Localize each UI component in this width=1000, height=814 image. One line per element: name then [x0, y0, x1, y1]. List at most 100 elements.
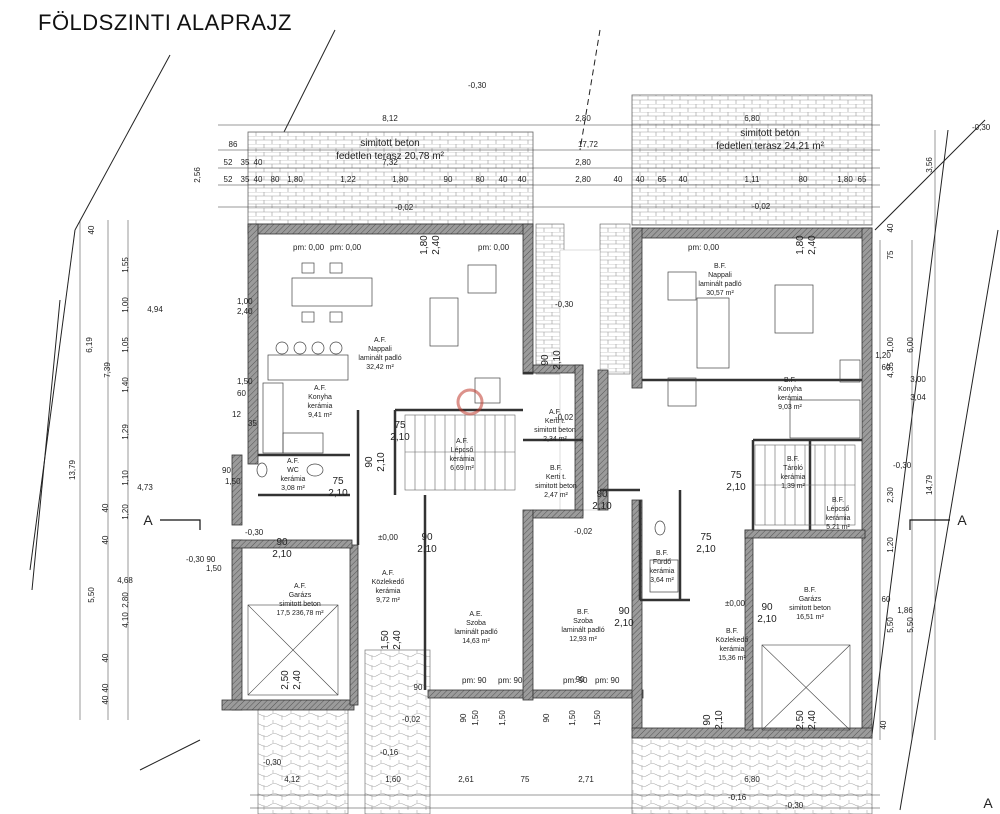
- room-af-wc-line-0: A.F.: [287, 458, 299, 465]
- door-height-14: 2,40: [807, 710, 818, 730]
- side-path-a: [535, 223, 565, 375]
- door-width-2: 90: [540, 354, 551, 366]
- path-a: [257, 699, 349, 814]
- dim-top-26: 1,80: [837, 175, 853, 184]
- room-af-wc-line-3: 3,08 m²: [281, 485, 305, 492]
- staircase-b: [754, 444, 856, 526]
- door-height-1: 2,40: [807, 235, 818, 255]
- dim-top-0: 8,12: [382, 114, 398, 123]
- misc-label-1: pm: 0,00: [330, 243, 362, 252]
- dim-bottom-12: 90: [414, 683, 423, 692]
- door-height-9: 2,10: [696, 544, 716, 555]
- misc-label-10: 1,50: [237, 377, 253, 386]
- kitchen-counter-a: [262, 382, 284, 454]
- door-width-3: 75: [394, 420, 406, 431]
- dim-left-14: 40: [101, 683, 110, 692]
- dining-table-a: [291, 277, 373, 307]
- room-af-kerti-line-1: Kerti t.: [545, 418, 565, 425]
- dim-right-3: 1,00: [886, 337, 895, 353]
- terrace-label-b: simitott beton: [740, 128, 799, 139]
- kitchen-counter-b: [789, 399, 861, 439]
- door-width-9: 75: [700, 532, 712, 543]
- room-af-garazs-line-0: A.F.: [294, 583, 306, 590]
- terrace-a: [247, 131, 534, 225]
- dim-right-10: 5,50: [886, 617, 895, 633]
- room-bf-szoba-line-0: B.F.: [577, 609, 589, 616]
- section-mark-1: A: [957, 512, 967, 528]
- dim-bottom-7: 1,50: [471, 710, 480, 726]
- door-width-7: 90: [596, 489, 608, 500]
- misc-label-2: pm: 0,00: [478, 243, 510, 252]
- room-bf-nappali-line-1: Nappali: [708, 272, 732, 279]
- dim-left-4: 1,05: [121, 337, 130, 353]
- room-bf-garazs-line-3: 16,51 m²: [796, 614, 824, 621]
- dim-top-22: 65: [658, 175, 667, 184]
- dim-top-15: 1,22: [340, 175, 356, 184]
- room-bf-garazs-line-1: Garázs: [799, 596, 822, 603]
- room-af-kozlekedo-line-3: 9,72 m²: [376, 597, 400, 604]
- dim-right-15: 1,20: [875, 351, 891, 360]
- room-af-szoba-line-0: A.E.: [469, 611, 482, 618]
- misc-label-9: 2,40: [237, 307, 253, 316]
- dim-top-12: 40: [254, 175, 263, 184]
- room-bf-furdo-line-0: B.F.: [656, 550, 668, 557]
- dimension-lines: [79, 124, 936, 809]
- room-af-kerti-line-2: simitott beton: [534, 427, 576, 434]
- room-bf-garazs-line-2: simitott beton: [789, 605, 831, 612]
- dim-right-14: 60: [882, 363, 891, 372]
- room-bf-kerti-line-2: simitott beton: [535, 483, 577, 490]
- dim-top-28: 40: [518, 175, 527, 184]
- dim-left-0: 2,56: [193, 167, 202, 183]
- dim-bottom-0: 4,12: [284, 775, 300, 784]
- dim-left-8: 40: [101, 503, 110, 512]
- dim-top-14: 1,80: [287, 175, 303, 184]
- room-bf-kerti-line-3: 2,47 m²: [544, 492, 568, 499]
- door-height-6: 2,10: [272, 549, 292, 560]
- room-af-szoba-line-1: Szoba: [466, 620, 486, 627]
- dim-left-18: 13,79: [68, 459, 77, 480]
- dim-bottom-3: 75: [521, 775, 530, 784]
- door-width-0: 1,80: [419, 235, 430, 255]
- dim-right-7: 1,20: [886, 537, 895, 553]
- room-bf-konyha-line-3: 9,03 m²: [778, 404, 802, 411]
- door-width-6: 90: [276, 537, 288, 548]
- room-bf-lepcso-line-0: B.F.: [832, 497, 844, 504]
- door-height-16: 2,10: [376, 452, 387, 472]
- room-bf-nappali-line-2: laminált padló: [698, 281, 741, 288]
- level-2: ±0,00: [378, 533, 399, 542]
- door-height-0: 2,40: [431, 235, 442, 255]
- misc-label-17: -0,30 90: [186, 555, 216, 564]
- dim-right-16: 60: [882, 595, 891, 604]
- dim-left-21: 4,73: [137, 483, 153, 492]
- dim-bottom-10: 1,50: [568, 710, 577, 726]
- room-bf-tarolo-line-1: Tároló: [783, 465, 803, 472]
- room-bf-kerti-line-0: B.F.: [550, 465, 562, 472]
- room-af-kerti-line-0: A.F.: [549, 409, 561, 416]
- room-af-garazs-line-3: 17,5 236,78 m²: [276, 610, 324, 617]
- door-width-11: 90: [761, 602, 773, 613]
- kitchen-island-a: [267, 354, 349, 381]
- level-1: -0,02: [395, 203, 414, 212]
- dim-top-8: 7,32: [382, 158, 398, 167]
- room-af-lepcso-line-2: kerámia: [450, 456, 475, 463]
- room-bf-tarolo-line-2: kerámia: [781, 474, 806, 481]
- door-width-16: 90: [364, 456, 375, 468]
- door-height-8: 2,10: [726, 482, 746, 493]
- garage-markers: [247, 604, 851, 731]
- room-bf-szoba-line-1: Szoba: [573, 618, 593, 625]
- level-12: -0,30: [785, 801, 804, 810]
- side-path-b: [599, 223, 631, 375]
- dim-right-1: 40: [886, 223, 895, 232]
- dim-left-6: 1,29: [121, 424, 130, 440]
- dim-bottom-2: 2,61: [458, 775, 474, 784]
- door-width-1: 1,80: [795, 235, 806, 255]
- sofa-a: [429, 297, 459, 347]
- room-bf-szoba-line-3: 12,93 m²: [569, 636, 597, 643]
- room-af-nappali-line-2: laminált padló: [358, 355, 401, 362]
- dim-bottom-13: 90: [576, 675, 585, 684]
- misc-label-3: pm: 0,00: [688, 243, 720, 252]
- room-af-konyha-line-3: 9,41 m²: [308, 412, 332, 419]
- room-bf-szoba-line-2: laminált padló: [561, 627, 604, 634]
